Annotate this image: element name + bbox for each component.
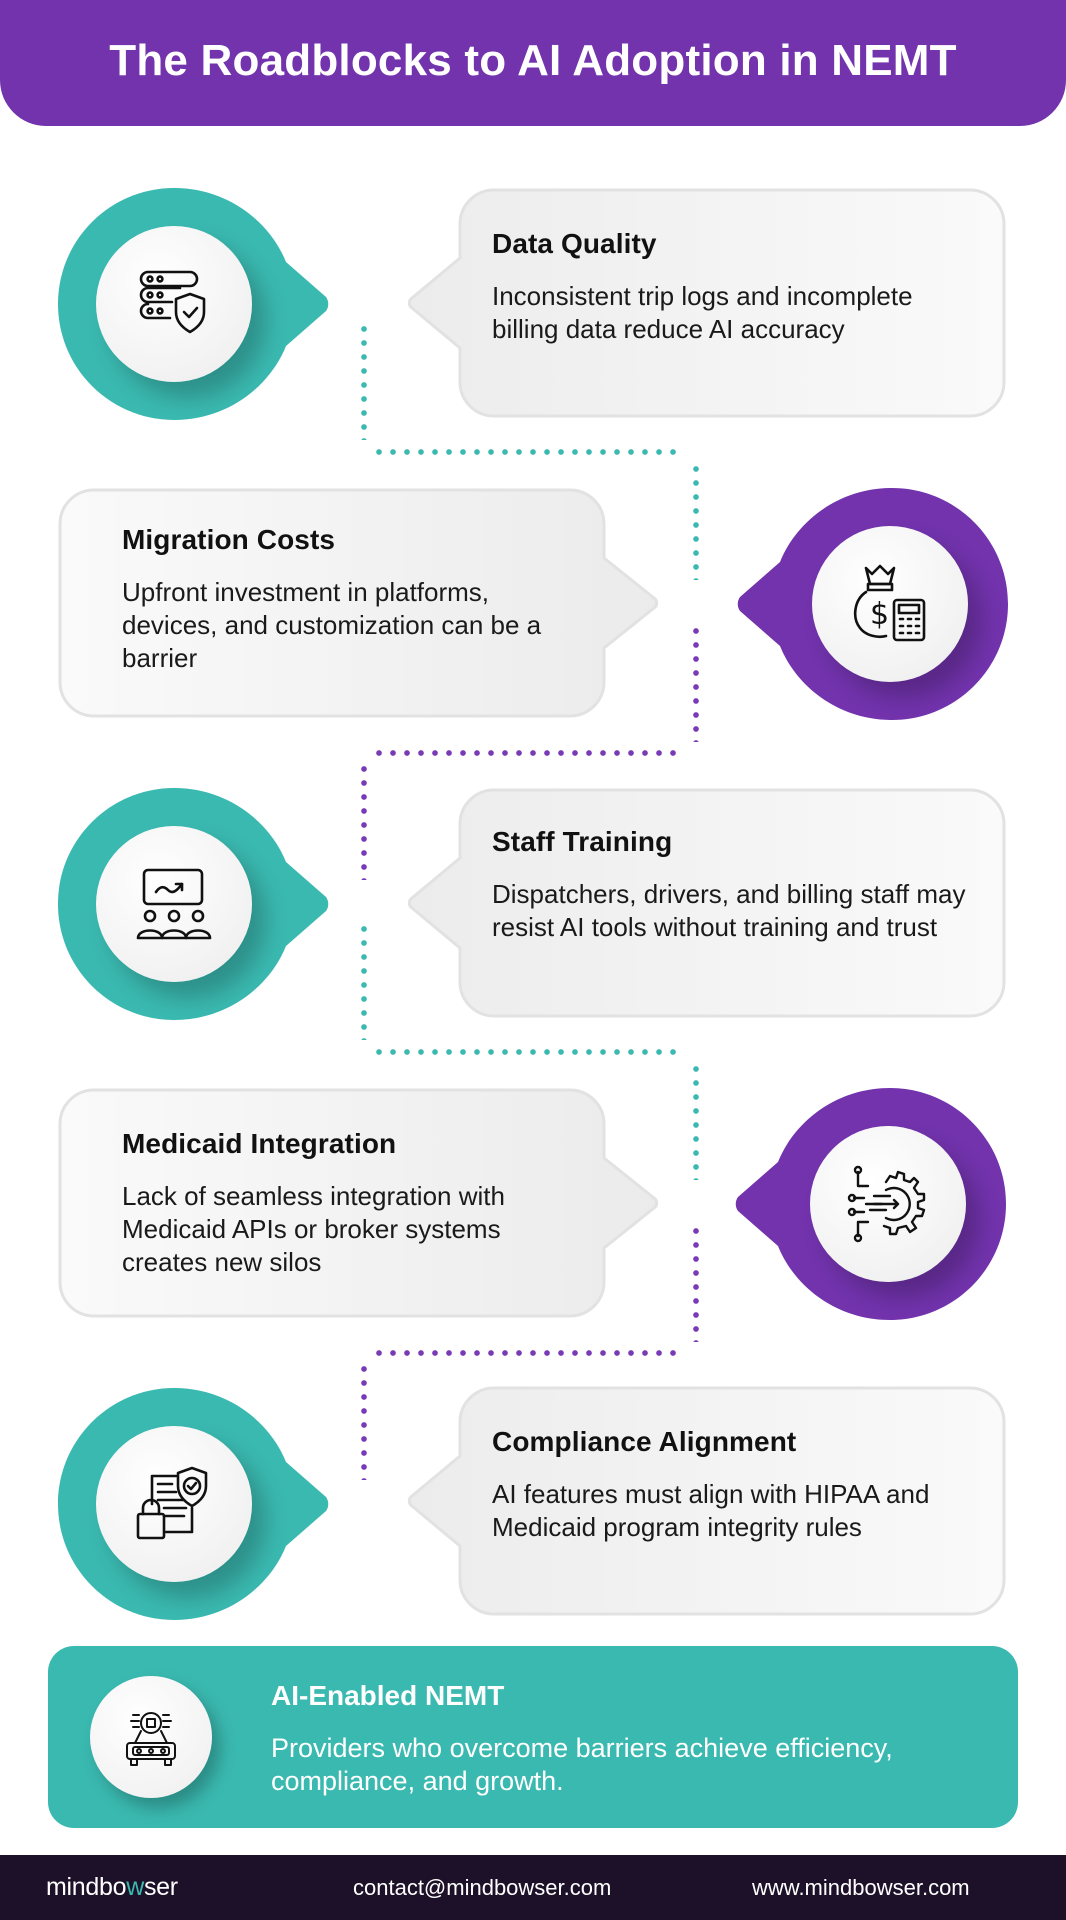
logo-text-suffix: ser — [143, 1873, 178, 1901]
item-title: Data Quality — [492, 228, 657, 259]
card-compliance-alignment: Compliance Alignment AI features must al… — [404, 1386, 1006, 1616]
banner-description: Providers who overcome barriers achieve … — [271, 1733, 893, 1796]
item-description: AI features must align with HIPAA and Me… — [492, 1479, 930, 1542]
gear-integration-icon — [847, 1165, 926, 1243]
pin-medicaid-integration — [728, 1084, 1028, 1324]
summary-banner: AI-Enabled NEMT Providers who overcome b… — [48, 1646, 1018, 1828]
money-bag-calculator-icon: $ — [853, 564, 926, 642]
training-presentation-icon — [136, 868, 212, 940]
card-staff-training: Staff Training Dispatchers, drivers, and… — [404, 788, 1006, 1018]
banner-title: AI-Enabled NEMT — [271, 1680, 505, 1711]
svg-text:$: $ — [870, 597, 889, 632]
pin-staff-training — [56, 784, 356, 1024]
header-banner: The Roadblocks to AI Adoption in NEMT — [0, 0, 1066, 126]
document-lock-shield-icon — [136, 1466, 208, 1540]
pin-compliance-alignment — [56, 1384, 356, 1624]
logo-text-accent: w — [126, 1873, 144, 1901]
card-data-quality: Data Quality Inconsistent trip logs and … — [404, 188, 1006, 418]
database-shield-icon — [139, 270, 206, 334]
pin-migration-costs: $ — [730, 484, 1030, 724]
mindbowser-logo[interactable]: mindbowser — [46, 1873, 178, 1902]
website-link[interactable]: www.mindbowser.com — [752, 1874, 970, 1900]
card-medicaid-integration: Medicaid Integration Lack of seamless in… — [58, 1088, 662, 1318]
item-title: Compliance Alignment — [492, 1426, 797, 1457]
logo-text-prefix: mindbo — [46, 1873, 127, 1901]
ai-vehicle-icon — [126, 1712, 176, 1766]
item-title: Medicaid Integration — [122, 1128, 397, 1159]
item-description: Inconsistent trip logs and incomplete bi… — [492, 281, 913, 344]
card-migration-costs: Migration Costs Upfront investment in pl… — [58, 488, 662, 718]
page-title: The Roadblocks to AI Adoption in NEMT — [109, 36, 957, 85]
contact-email-link[interactable]: contact@mindbowser.com — [353, 1874, 612, 1900]
item-description: Upfront investment in platforms, devices… — [122, 577, 542, 673]
pin-data-quality — [56, 184, 356, 424]
item-title: Staff Training — [492, 826, 673, 857]
item-description: Lack of seamless integration with Medica… — [122, 1181, 505, 1277]
item-title: Migration Costs — [122, 524, 336, 555]
item-description: Dispatchers, drivers, and billing staff … — [492, 879, 966, 942]
footer: mindbowser contact@mindbowser.com www.mi… — [0, 1855, 1066, 1920]
